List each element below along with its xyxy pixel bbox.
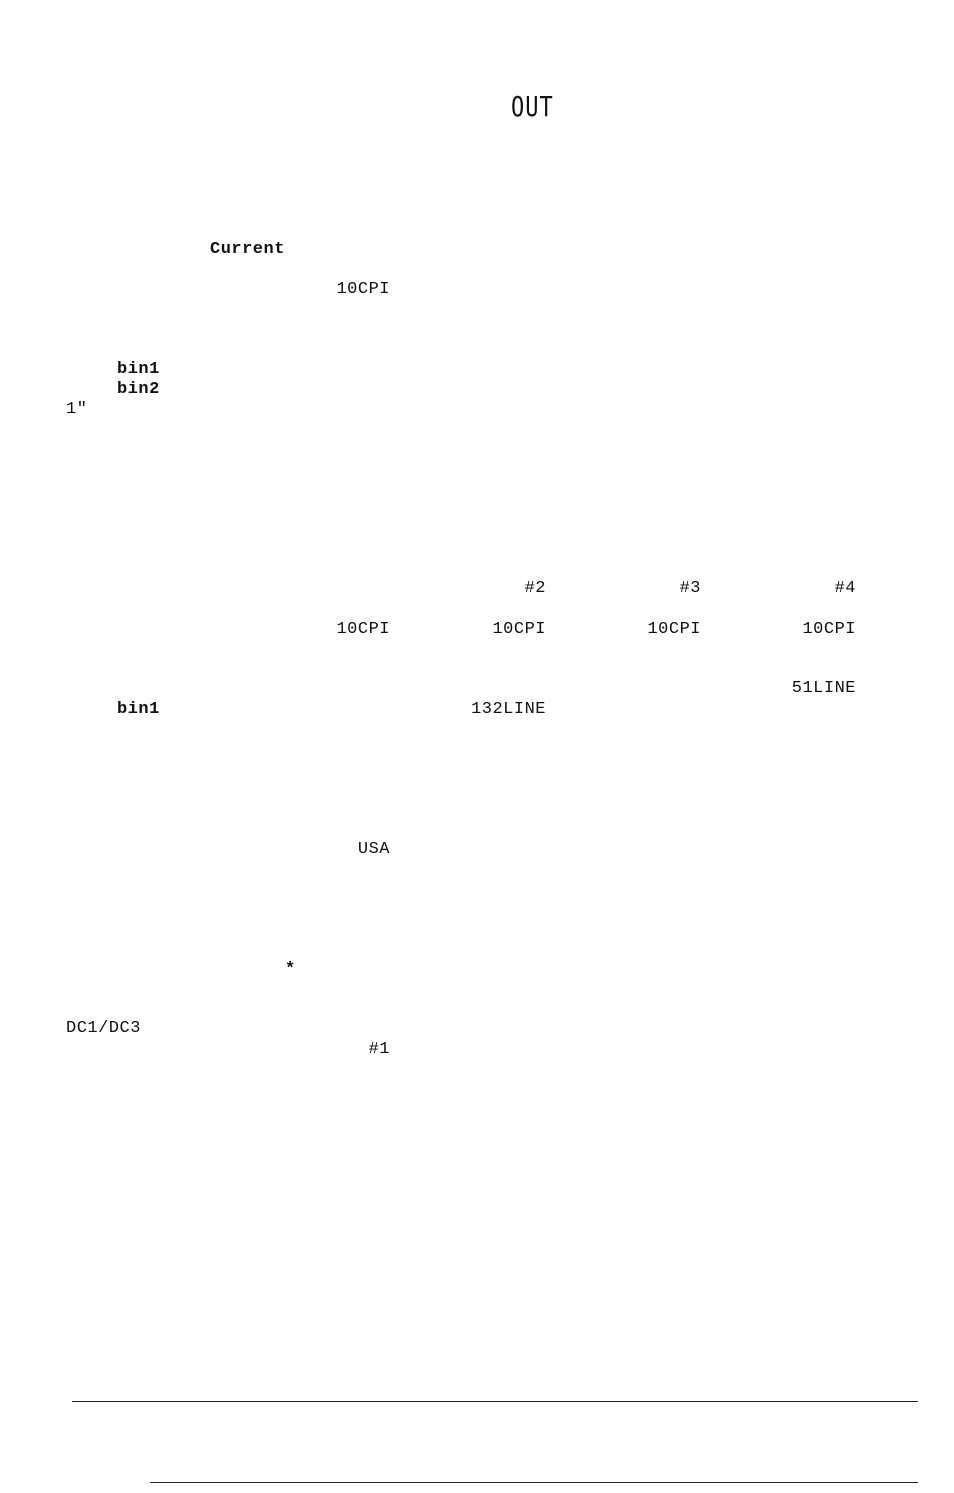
macro-pitch-1: 10CPI [336, 620, 390, 639]
protocol-value: DC1/DC3 [66, 1019, 141, 1038]
macro-pitch-3: 10CPI [647, 620, 701, 639]
country-value: USA [357, 840, 390, 859]
macro-bin: bin1 [117, 700, 160, 719]
page-length-4: 51LINE [791, 679, 856, 698]
line-length-2: 132LINE [471, 700, 546, 719]
paper-bin-1: bin1 [117, 360, 160, 379]
lower-rule [150, 1482, 918, 1483]
macro-header-2: #2 [524, 579, 546, 598]
current-pitch: 10CPI [336, 280, 390, 299]
margin-value: 1" [66, 400, 88, 419]
page-heading: OUT [511, 92, 554, 124]
current-label: Current [210, 240, 285, 259]
macro-selected: #1 [368, 1040, 390, 1059]
macro-pitch-4: 10CPI [802, 620, 856, 639]
macro-header-3: #3 [679, 579, 701, 598]
macro-header-4: #4 [834, 579, 856, 598]
macro-pitch-2: 10CPI [492, 620, 546, 639]
asterisk-mark: * [285, 960, 296, 979]
upper-rule [72, 1401, 918, 1402]
paper-bin-2: bin2 [117, 380, 160, 399]
